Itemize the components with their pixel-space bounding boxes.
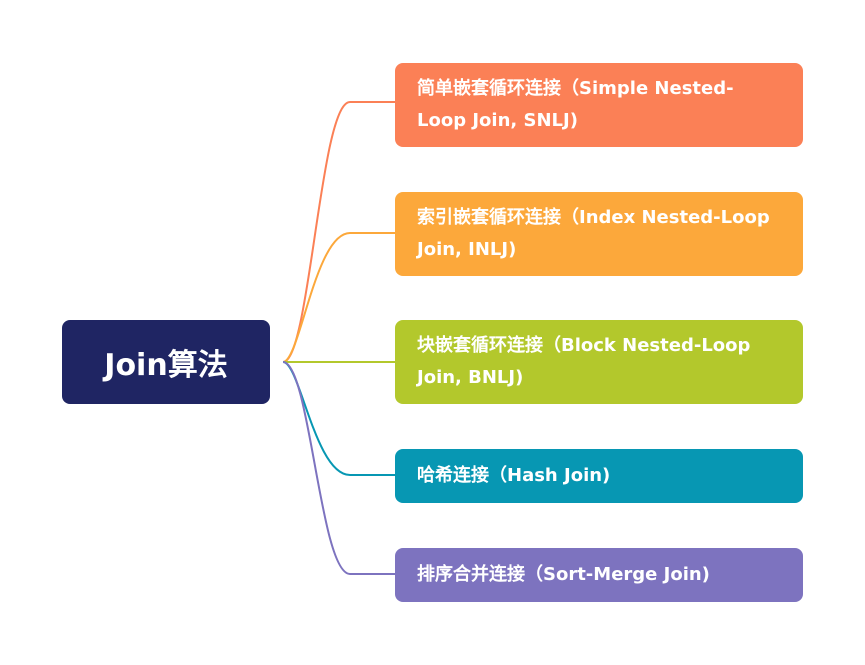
child-label: 哈希连接（Hash Join) [417,465,611,486]
child-label: 块嵌套循环连接（Block Nested-Loop Join, BNLJ) [417,335,751,388]
child-label: 简单嵌套循环连接（Simple Nested-Loop Join, SNLJ) [417,78,734,131]
child-node-hash-join[interactable]: 哈希连接（Hash Join) [395,449,803,503]
child-label: 排序合并连接（Sort-Merge Join) [417,564,710,585]
child-label: 索引嵌套循环连接（Index Nested-Loop Join, INLJ) [417,207,770,260]
connector-line [282,232,395,363]
child-node-sort-merge-join[interactable]: 排序合并连接（Sort-Merge Join) [395,548,803,602]
connector-line [282,361,395,575]
root-node[interactable]: Join算法 [62,320,270,404]
child-node-snlj[interactable]: 简单嵌套循环连接（Simple Nested-Loop Join, SNLJ) [395,63,803,147]
child-node-bnlj[interactable]: 块嵌套循环连接（Block Nested-Loop Join, BNLJ) [395,320,803,404]
child-node-inlj[interactable]: 索引嵌套循环连接（Index Nested-Loop Join, INLJ) [395,192,803,276]
connector-line [282,361,395,476]
root-label: Join算法 [104,348,228,383]
